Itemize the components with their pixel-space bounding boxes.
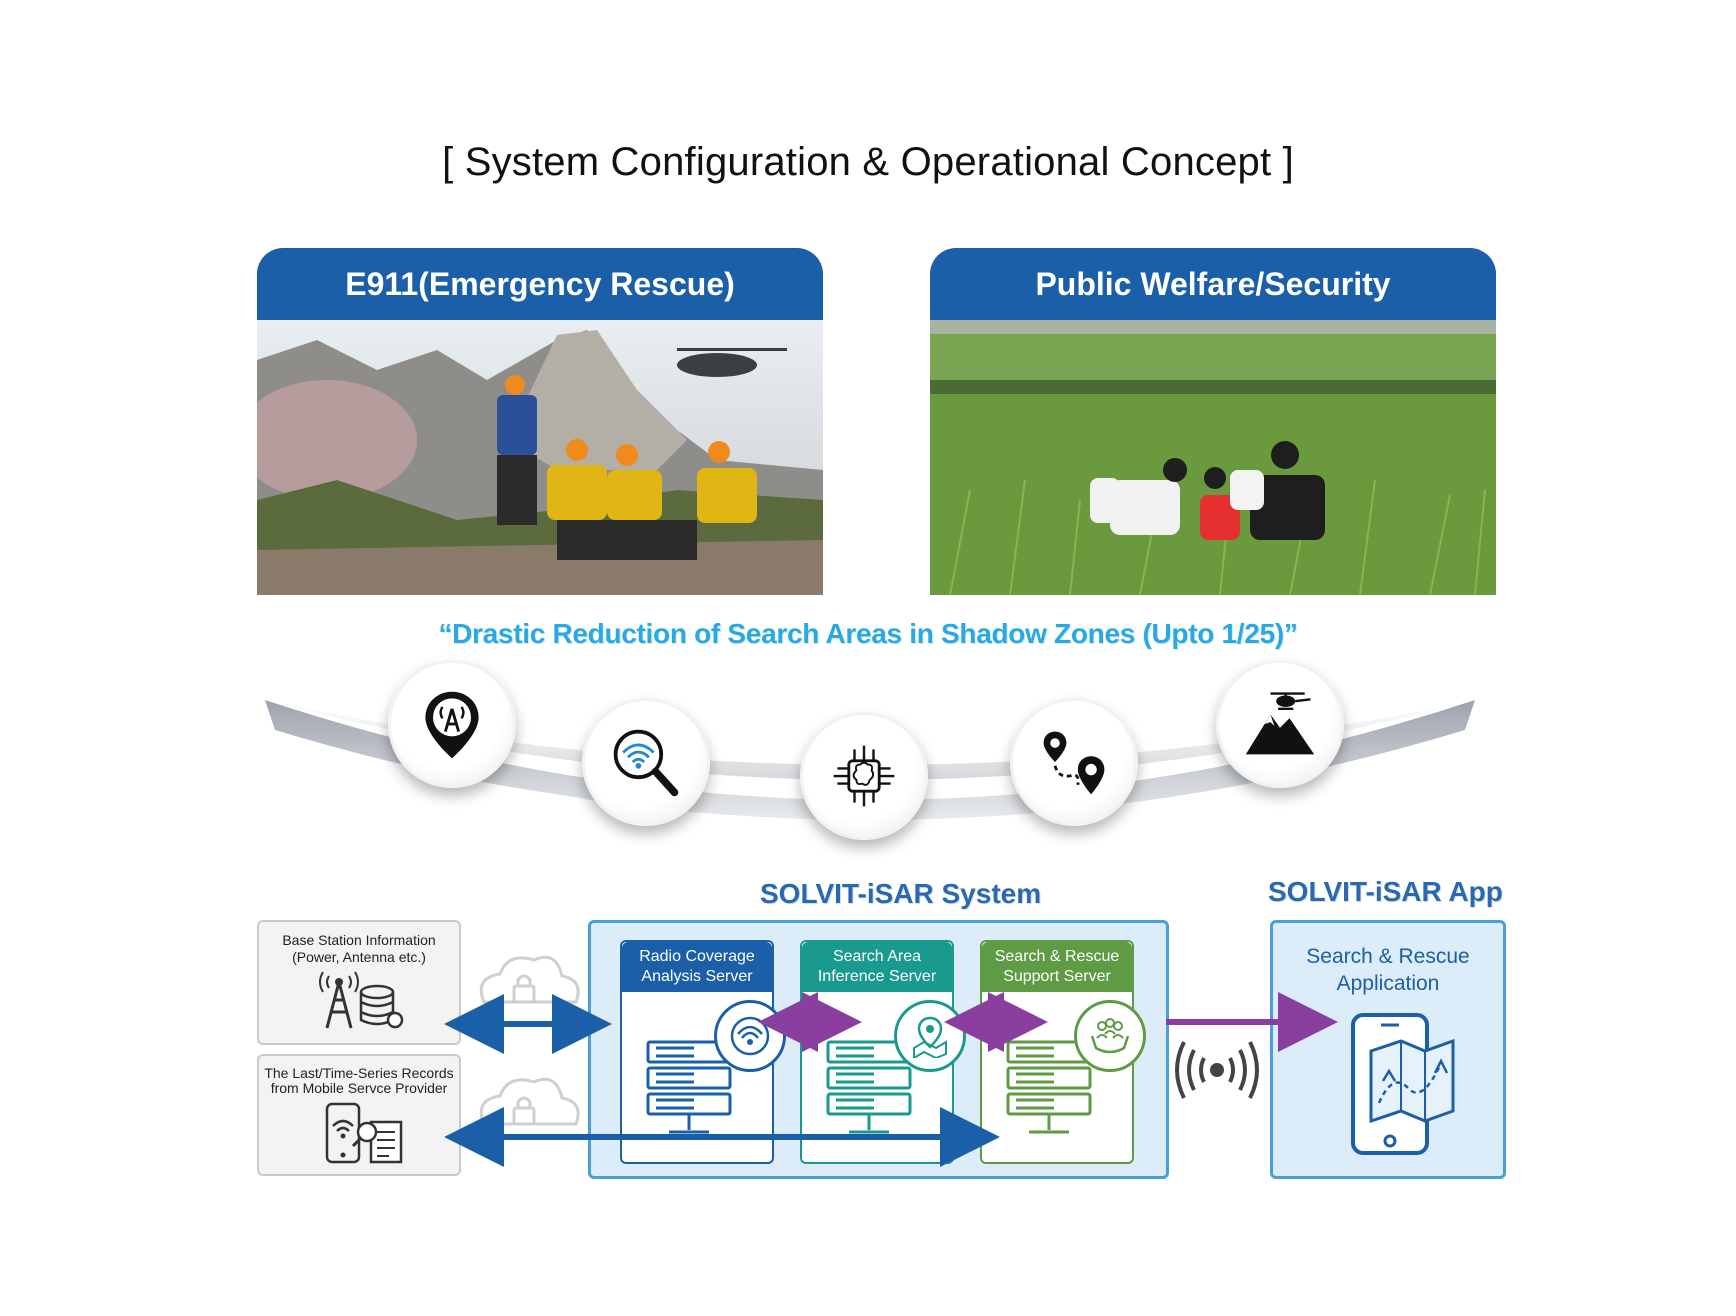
field-search-photo bbox=[930, 320, 1496, 595]
mobile-records-line2: from Mobile Servce Provider bbox=[270, 1080, 448, 1096]
emergency-rescue-heading: E911(Emergency Rescue) bbox=[257, 248, 823, 320]
radio-coverage-server-header: Radio Coverage Analysis Server bbox=[622, 942, 772, 992]
mobile-records-box: The Last/Time-Series Records from Mobile… bbox=[257, 1054, 461, 1176]
base-station-line1: Base Station Information bbox=[282, 932, 436, 948]
signal-search-icon bbox=[613, 729, 679, 797]
app-label: SOLVIT-iSAR App bbox=[1268, 876, 1503, 907]
radio-coverage-server-line1: Radio Coverage bbox=[639, 948, 755, 965]
public-welfare-heading: Public Welfare/Security bbox=[930, 248, 1496, 320]
map-pin-icon bbox=[913, 1016, 947, 1058]
search-area-server-header: Search Area Inference Server bbox=[802, 942, 952, 992]
app-box-label: Search & Rescue Application bbox=[1273, 943, 1503, 997]
cell-tower-pin-icon bbox=[425, 691, 479, 759]
route-pins-badge bbox=[1010, 698, 1138, 826]
cloud-lock-icon bbox=[479, 1077, 580, 1126]
route-pins-icon bbox=[1043, 731, 1105, 795]
cell-tower-pin-badge bbox=[388, 660, 516, 788]
ai-brain-chip-badge bbox=[800, 712, 928, 840]
app-box-line1: Search & Rescue bbox=[1306, 945, 1470, 968]
helicopter-mountain-icon bbox=[1245, 692, 1315, 755]
helicopter-mountain-badge bbox=[1216, 660, 1344, 788]
search-rescue-support-server: Search & Rescue Support Server bbox=[980, 940, 1146, 1164]
ai-brain-chip-icon bbox=[833, 745, 895, 807]
signal-search-badge bbox=[582, 698, 710, 826]
mobile-records-line1: The Last/Time-Series Records bbox=[264, 1065, 454, 1081]
page-title: [ System Configuration & Operational Con… bbox=[442, 140, 1294, 184]
mountain-rescue-photo bbox=[257, 320, 823, 595]
support-badge bbox=[1074, 1000, 1146, 1072]
base-station-line2: (Power, Antenna etc.) bbox=[292, 949, 426, 965]
support-server-line1: Search & Rescue bbox=[994, 948, 1120, 965]
cloud-lock-icon bbox=[479, 955, 580, 1004]
public-welfare-panel: Public Welfare/Security bbox=[930, 248, 1496, 606]
support-server-line2: Support Server bbox=[1003, 968, 1111, 985]
search-area-server-line2: Inference Server bbox=[817, 968, 937, 985]
emergency-rescue-panel: E911(Emergency Rescue) bbox=[257, 248, 823, 606]
wireless-signal-icon bbox=[1175, 1041, 1259, 1099]
radio-coverage-server-line2: Analysis Server bbox=[641, 968, 753, 985]
base-station-info-box: Base Station Information (Power, Antenna… bbox=[257, 920, 461, 1045]
phone-document-search-icon bbox=[325, 1102, 403, 1164]
app-box-line2: Application bbox=[1336, 972, 1440, 995]
phone-map-icon bbox=[1351, 1013, 1455, 1155]
search-area-server-line1: Search Area bbox=[832, 948, 922, 965]
system-label: SOLVIT-iSAR System bbox=[760, 878, 1042, 909]
helping-hands-icon bbox=[1090, 1018, 1130, 1054]
slogan-text: “Drastic Reduction of Search Areas in Sh… bbox=[438, 618, 1298, 649]
tower-database-icon bbox=[319, 971, 404, 1029]
support-server-header: Search & Rescue Support Server bbox=[982, 942, 1132, 992]
